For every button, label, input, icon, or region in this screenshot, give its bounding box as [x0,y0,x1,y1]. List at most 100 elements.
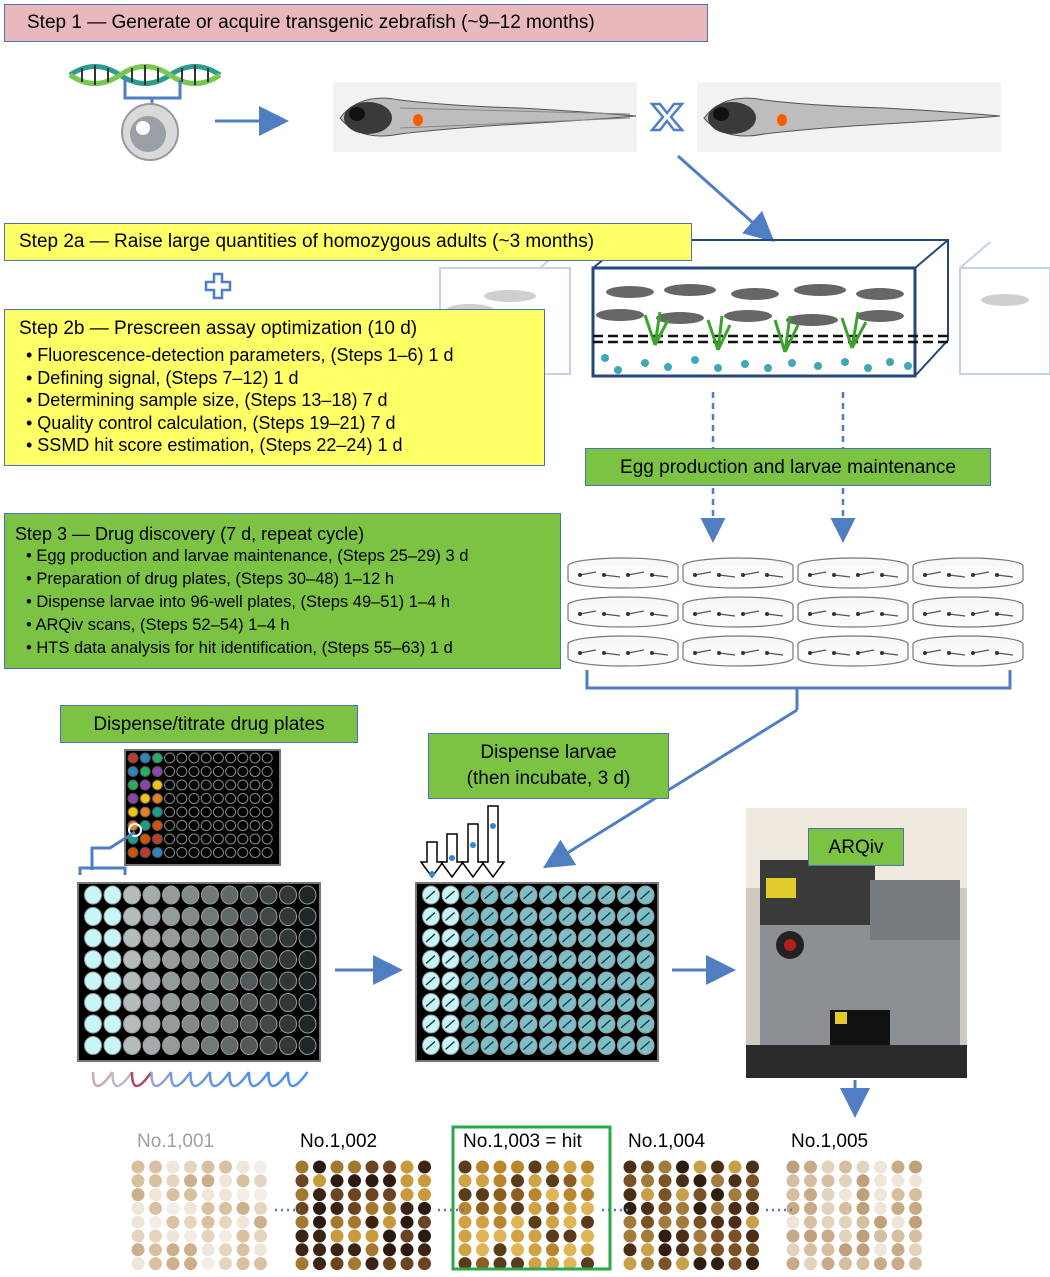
well [237,806,249,818]
well [249,752,261,764]
well [237,820,249,831]
result-well [874,1229,887,1243]
result-well [711,1243,724,1257]
result-well [511,1243,524,1257]
result-well [641,1229,654,1243]
result-well [909,1160,922,1174]
cross-icon [649,102,685,132]
well [261,806,273,818]
well [298,971,317,991]
list-item: • Preparation of drug plates, (Steps 30–… [26,570,395,588]
result-well [856,1201,870,1215]
step2a-title: Step 2a — Raise large quantities of homo… [19,231,595,252]
result-well [476,1174,489,1188]
result-well [201,1201,215,1215]
well [237,847,249,858]
well [240,1014,258,1034]
well [151,793,163,804]
well [200,766,212,777]
well [142,971,161,991]
result-well [365,1201,379,1215]
well [84,971,102,991]
step3-title: Step 3 — Drug discovery (7 d, repeat cyc… [15,524,365,544]
result-well [219,1215,232,1229]
result-well [546,1257,559,1271]
result-well [821,1243,835,1257]
result-well [201,1188,215,1202]
result-well [746,1229,759,1243]
well [176,793,188,804]
well [200,779,212,791]
result-well [804,1257,817,1271]
result-well [330,1188,344,1202]
result-well [295,1243,309,1257]
well [188,847,200,858]
result-well [711,1201,724,1215]
result-well [623,1160,637,1174]
petri-dish [682,596,794,628]
result-well [476,1229,489,1243]
arrow-to-larvae-plate [542,708,798,869]
larvae-plate-96-well [415,882,659,1062]
result-well [563,1174,577,1188]
result-well [236,1229,250,1243]
well [164,833,176,845]
well [259,971,278,991]
result-well [330,1201,344,1215]
well [261,793,273,804]
result-well [254,1188,267,1202]
result-well [641,1174,654,1188]
result-well [383,1201,396,1215]
petri-dish [567,596,679,628]
well [201,950,219,969]
well [279,928,297,948]
well [237,752,249,764]
egg-group [601,354,912,374]
list-item: • Defining signal, (Steps 7–12) 1 d [26,367,299,388]
well [142,1014,161,1034]
well [249,766,261,777]
well [164,806,176,818]
plate-label-1005: No.1,005 [791,1131,869,1152]
result-well [348,1160,361,1174]
well [181,971,200,991]
result-well [581,1243,594,1257]
result-well [821,1229,835,1243]
result-well [658,1215,672,1229]
result-well [746,1174,759,1188]
well [103,907,122,926]
result-well [418,1229,431,1243]
result-well [330,1257,344,1271]
dispense-arrows [419,805,506,879]
well [162,907,180,926]
result-well [856,1174,870,1188]
result-well [839,1229,852,1243]
well [123,885,141,905]
well [201,993,219,1012]
result-well [201,1243,215,1257]
well [225,793,237,804]
result-well [184,1174,197,1188]
list-item: • ARQiv scans, (Steps 52–54) 1–4 h [26,616,290,634]
result-well [728,1243,742,1257]
well [259,1036,278,1055]
result-well [330,1160,344,1174]
well [298,1014,317,1034]
well [249,847,261,858]
result-well [804,1243,817,1257]
result-well [236,1188,250,1202]
well [123,950,141,969]
result-well [676,1160,689,1174]
result-well [728,1188,742,1202]
result-well [909,1257,922,1271]
result-well [184,1243,197,1257]
result-well [546,1188,559,1202]
result-well [166,1257,180,1271]
result-well [236,1174,250,1188]
plate-label-1003-hit: No.1,003 = hit [463,1131,582,1152]
result-well [236,1243,250,1257]
well [151,847,163,858]
well [188,833,200,845]
well [225,779,237,791]
result-well [365,1188,379,1202]
